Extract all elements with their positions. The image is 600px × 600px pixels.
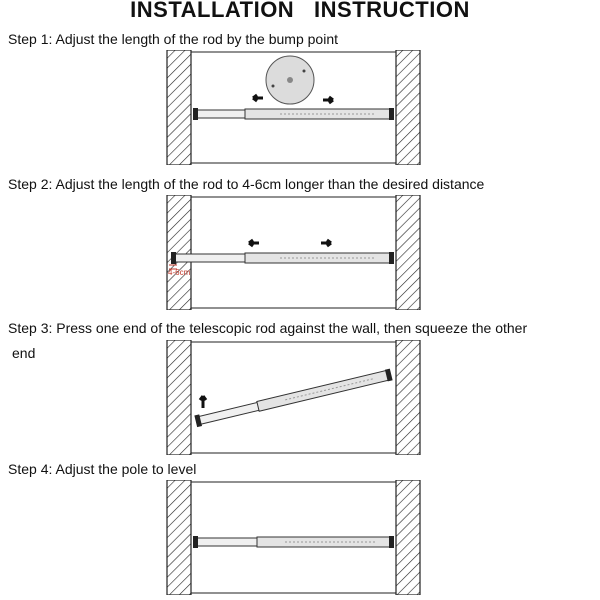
rod bbox=[194, 368, 393, 428]
step-1-text: Step 1: Adjust the length of the rod by … bbox=[8, 31, 339, 47]
rod bbox=[193, 108, 394, 120]
step-2-text: Step 2: Adjust the length of the rod to … bbox=[8, 176, 485, 192]
step-1-diagram bbox=[166, 50, 421, 165]
step-3-text: Step 3: Press one end of the telescopic … bbox=[8, 320, 528, 336]
left-arrow-icon bbox=[252, 93, 263, 103]
rod bbox=[171, 252, 394, 264]
right-wall bbox=[395, 50, 421, 165]
left-arrow-icon bbox=[248, 238, 259, 248]
right-arrow-icon bbox=[321, 238, 332, 248]
step-4-diagram bbox=[166, 480, 421, 595]
step-3-diagram bbox=[166, 340, 421, 455]
left-wall bbox=[166, 50, 192, 165]
length-annotation: 4-6cm bbox=[168, 268, 191, 277]
step-4-text: Step 4: Adjust the pole to level bbox=[8, 461, 197, 477]
page-title: INSTALLATION INSTRUCTION bbox=[130, 0, 470, 22]
step-2-diagram bbox=[166, 195, 421, 310]
step-3-continuation: end bbox=[12, 345, 36, 361]
rod bbox=[193, 536, 394, 548]
overlap-marker bbox=[169, 264, 177, 270]
up-arrow-icon bbox=[198, 395, 208, 408]
right-arrow-icon bbox=[323, 95, 334, 105]
